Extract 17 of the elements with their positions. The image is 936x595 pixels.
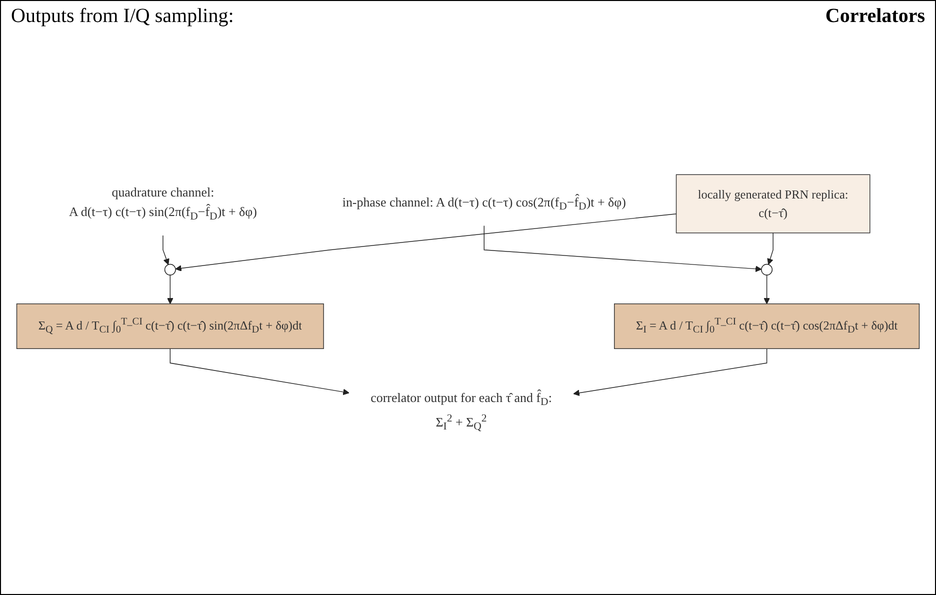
arrow	[162, 235, 170, 265]
arrow	[484, 225, 762, 272]
node-circle	[761, 264, 773, 276]
arrow	[170, 348, 350, 396]
arrow	[573, 348, 768, 396]
node-text: quadrature channel: A d(t−τ) c(t−τ) sin(2π(f$_{D}$−f̂$_{D}$)t + δφ)	[69, 185, 257, 222]
node-box	[614, 303, 920, 349]
diagram-title: Correlators	[825, 5, 925, 28]
node-box	[676, 174, 870, 234]
arrow	[767, 232, 774, 265]
arrow	[175, 214, 677, 272]
node-text: in-phase channel: A d(t−τ) c(t−τ) cos(2π(f$_{D}$−f̂$_{D}$)t + δφ)	[342, 194, 626, 212]
arrow	[167, 274, 174, 304]
heading-text: Outputs from I/Q sampling:	[11, 5, 234, 28]
node-box	[16, 303, 324, 349]
arrow	[764, 274, 770, 304]
node-circle	[164, 264, 176, 276]
